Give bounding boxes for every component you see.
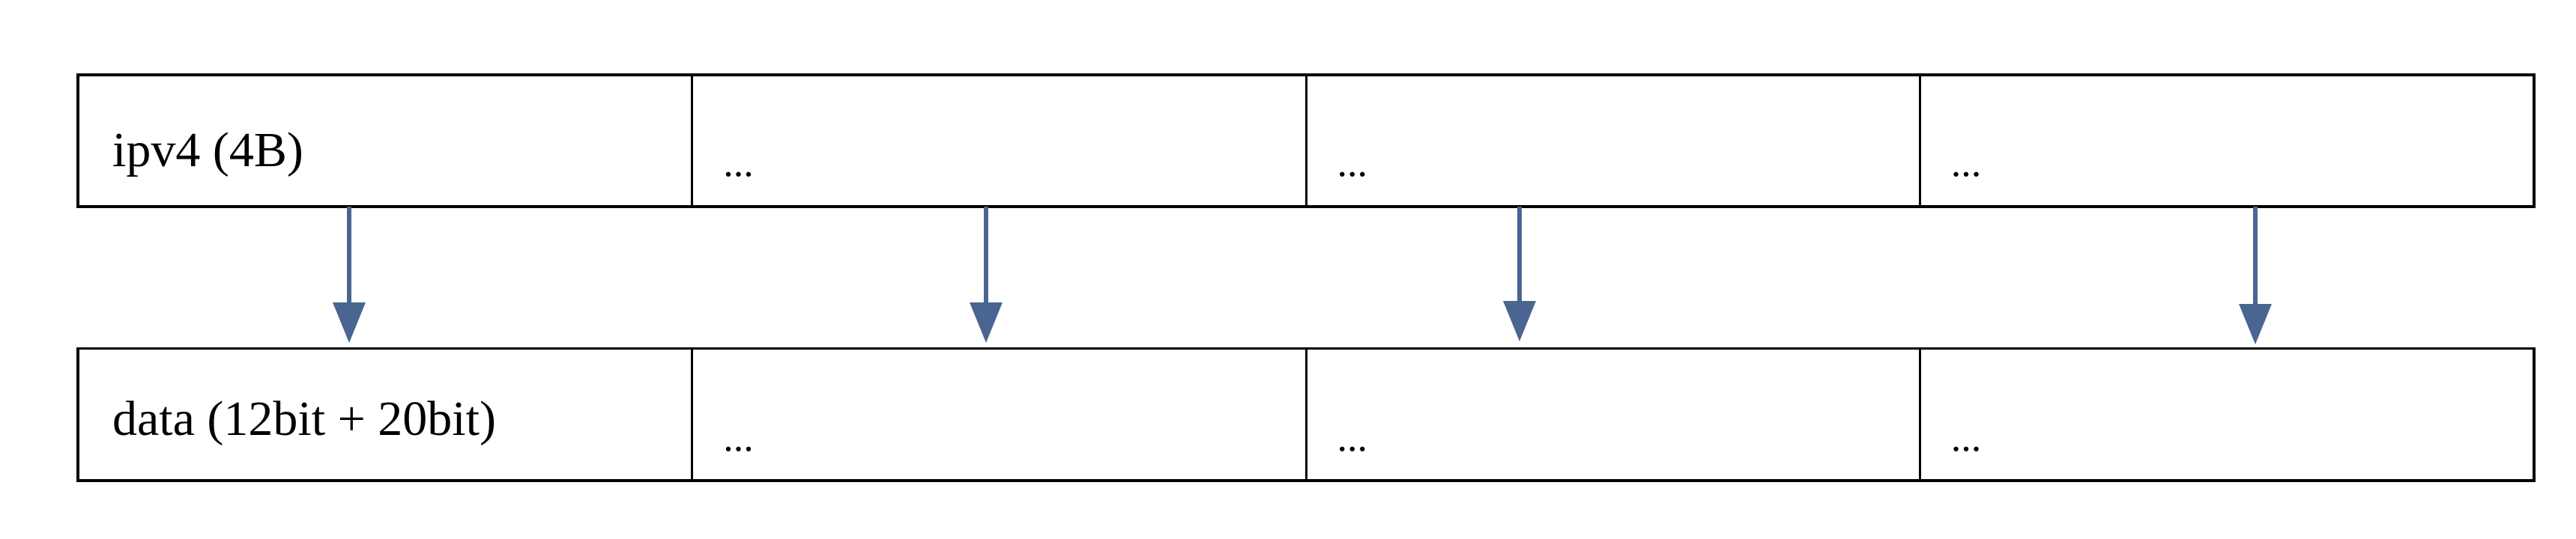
data-label: data (12bit + 20bit) xyxy=(112,392,496,446)
data-cell-3: ... xyxy=(1921,350,2533,479)
ipv4-cell-2: ... xyxy=(1307,76,1921,205)
data-cell-0: data (12bit + 20bit) xyxy=(79,350,694,479)
arrow-3 xyxy=(2239,207,2272,344)
ipv4-row: ipv4 (4B) ... ... ... xyxy=(76,73,2536,208)
data-cell-2: ... xyxy=(1307,350,1921,479)
data-ellipsis-3: ... xyxy=(1950,415,1982,460)
ipv4-label: ipv4 (4B) xyxy=(112,123,303,177)
ipv4-cell-3: ... xyxy=(1921,76,2533,205)
data-ellipsis-1: ... xyxy=(723,415,754,460)
arrow-0 xyxy=(333,207,366,343)
arrow-1 xyxy=(970,207,1003,343)
ipv4-ellipsis-1: ... xyxy=(723,140,754,185)
ipv4-ellipsis-3: ... xyxy=(1950,140,1982,185)
ipv4-cell-0: ipv4 (4B) xyxy=(79,76,694,205)
data-row: data (12bit + 20bit) ... ... ... xyxy=(76,347,2536,482)
arrow-2 xyxy=(1503,207,1536,341)
ipv4-cell-1: ... xyxy=(693,76,1307,205)
ipv4-ellipsis-2: ... xyxy=(1337,140,1368,185)
data-ellipsis-2: ... xyxy=(1337,415,1368,460)
data-cell-1: ... xyxy=(693,350,1307,479)
